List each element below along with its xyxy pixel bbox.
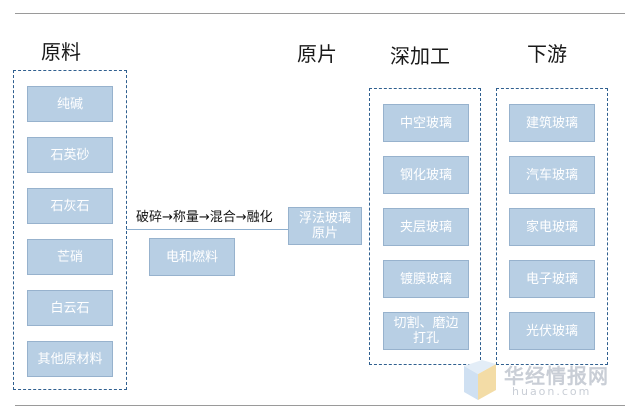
watermark-title: 华经情报网 xyxy=(504,364,609,388)
process-steps-label: 破碎→称量→混合→融化 xyxy=(136,210,273,225)
deep-processing-box: 夹层玻璃 xyxy=(383,208,469,246)
raw-material-box: 白云石 xyxy=(27,290,113,326)
deep-processing-box: 镀膜玻璃 xyxy=(383,260,469,298)
downstream-box: 家电玻璃 xyxy=(509,208,595,246)
top-rule xyxy=(15,13,625,14)
raw-material-box: 纯碱 xyxy=(27,86,113,122)
downstream-box: 汽车玻璃 xyxy=(509,156,595,194)
header-deep-processing: 深加工 xyxy=(390,44,450,68)
raw-material-box: 其他原材料 xyxy=(27,341,113,377)
downstream-box: 光伏玻璃 xyxy=(509,312,595,350)
bottom-rule xyxy=(15,405,625,406)
downstream-box: 建筑玻璃 xyxy=(509,104,595,142)
process-connector-line xyxy=(126,229,288,230)
float-glass-raw-sheet-box: 浮法玻璃 原片 xyxy=(288,207,362,245)
header-downstream: 下游 xyxy=(527,42,567,66)
watermark: 华经情报网 huaon.com xyxy=(462,358,632,404)
deep-processing-box: 切割、磨边 打孔 xyxy=(383,312,469,350)
watermark-logo-icon xyxy=(464,360,496,400)
raw-material-box: 芒硝 xyxy=(27,239,113,275)
deep-processing-box: 钢化玻璃 xyxy=(383,156,469,194)
raw-material-box: 石英砂 xyxy=(27,137,113,173)
deep-processing-group xyxy=(369,88,481,365)
raw-materials-group xyxy=(13,70,127,390)
downstream-group xyxy=(496,88,608,365)
raw-material-box: 石灰石 xyxy=(27,188,113,224)
header-raw-materials: 原料 xyxy=(41,40,81,64)
energy-fuel-box: 电和燃料 xyxy=(149,238,235,276)
deep-processing-box: 中空玻璃 xyxy=(383,104,469,142)
header-raw-sheet: 原片 xyxy=(297,42,337,66)
downstream-box: 电子玻璃 xyxy=(509,260,595,298)
watermark-site: huaon.com xyxy=(512,385,592,398)
